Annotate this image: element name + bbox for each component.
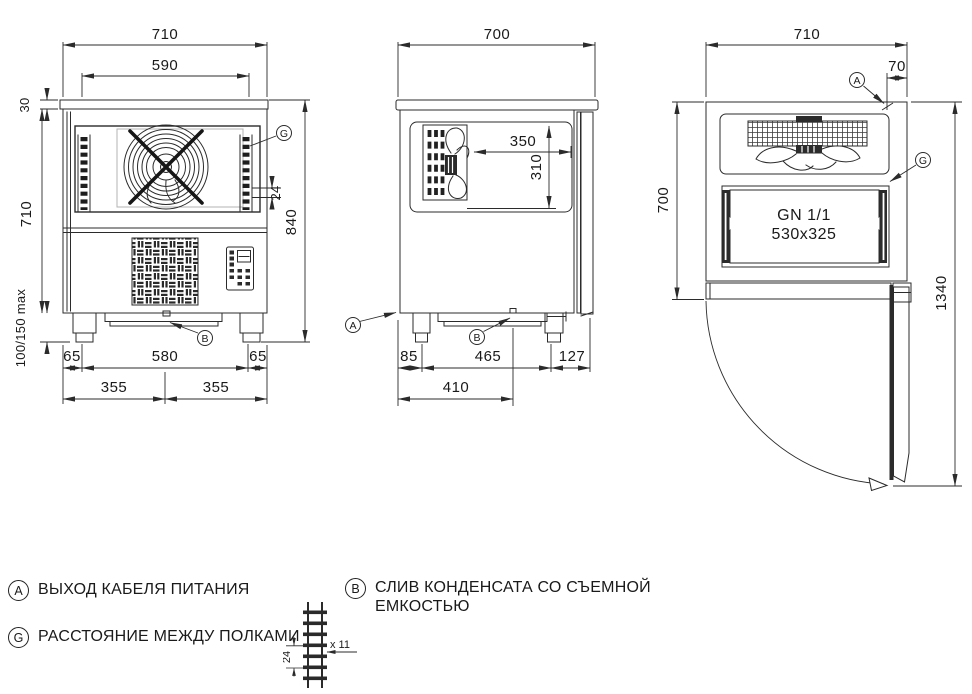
dim-front-body-height: 710 xyxy=(18,201,35,228)
top-fan xyxy=(755,145,861,171)
dim-back-offset: 127 xyxy=(559,348,586,365)
top-cabinet: GN 1/1 530x325 xyxy=(705,101,912,492)
side-view: 700 350 310 85 465 127 410 A B xyxy=(345,26,599,406)
legend-symbol-b: B xyxy=(345,578,366,599)
tray-size-line1: GN 1/1 xyxy=(777,207,831,224)
vent-grille xyxy=(131,237,199,306)
dim-half-right: 355 xyxy=(203,379,230,396)
shelf-count-label: x 11 xyxy=(330,639,350,651)
svg-text:A: A xyxy=(349,320,356,332)
side-door xyxy=(576,111,594,317)
svg-text:B: B xyxy=(473,332,480,344)
side-callout-b: B xyxy=(469,317,511,345)
svg-text:G: G xyxy=(280,128,288,140)
legend-symbol-a: A xyxy=(8,580,29,601)
side-callout-a: A xyxy=(345,312,397,333)
dim-cable-offset: 70 xyxy=(888,58,906,75)
dim-top-depth: 700 xyxy=(655,187,672,214)
legend-item-b: B СЛИВ КОНДЕНСАТА СО СЪЕМНОЙ ЕМКОСТЬЮ xyxy=(345,578,651,616)
dim-depth-door-open: 1340 xyxy=(933,275,950,310)
top-view: GN 1/1 530x325 710 xyxy=(655,26,962,492)
legend-text-b-line1: СЛИВ КОНДЕНСАТА СО СЪЕМНОЙ xyxy=(375,579,651,596)
dim-top-width: 710 xyxy=(794,26,821,43)
front-cabinet xyxy=(59,99,269,343)
legend-item-a: A ВЫХОД КАБЕЛЯ ПИТАНИЯ xyxy=(8,580,250,601)
condensate-tray xyxy=(104,310,223,327)
front-callout-b: B xyxy=(169,322,213,346)
dim-total-height: 840 xyxy=(283,209,300,236)
dim-top-panel: 30 xyxy=(17,97,32,112)
legend-text-g: РАССТОЯНИЕ МЕЖДУ ПОЛКАМИ xyxy=(38,628,300,645)
side-foot-front xyxy=(412,312,431,343)
top-callout-a: A xyxy=(849,72,885,104)
dim-side-depth: 700 xyxy=(484,26,511,43)
gn-tray-compartment: GN 1/1 530x325 xyxy=(721,185,890,268)
legend-item-g: G РАССТОЯНИЕ МЕЖДУ ПОЛКАМИ xyxy=(8,627,300,648)
top-dimensions: 710 70 700 1340 xyxy=(655,26,962,487)
dim-feet-height: 100/150 max xyxy=(13,289,28,368)
dim-front-inner-width: 590 xyxy=(152,57,179,74)
side-condensate-tray xyxy=(437,308,567,327)
condenser-grille xyxy=(747,120,868,147)
front-foot-left xyxy=(72,312,97,343)
shelf-rack-sketch xyxy=(303,602,327,688)
top-door-closed xyxy=(705,282,892,300)
door-swing-arc xyxy=(705,300,889,492)
legend-text-a: ВЫХОД КАБЕЛЯ ПИТАНИЯ xyxy=(38,581,250,598)
dim-front-width: 710 xyxy=(152,26,179,43)
control-panel xyxy=(226,246,254,291)
fan-icon xyxy=(123,124,209,210)
legend-symbol-g: G xyxy=(8,627,29,648)
top-callout-g: G xyxy=(889,152,931,182)
tray-size-line2: 530x325 xyxy=(772,226,837,243)
front-view: 710 590 30 710 100/150 max 840 24 xyxy=(13,26,310,404)
side-foot-back xyxy=(544,312,564,343)
dim-side-feet-span: 465 xyxy=(475,348,502,365)
dim-foot-left: 65 xyxy=(63,348,81,365)
evaporator-unit xyxy=(422,124,470,201)
door-hinge xyxy=(892,282,912,303)
cable-exit-mark xyxy=(881,102,894,111)
front-foot-right xyxy=(239,312,264,343)
three-view-drawing: 710 590 30 710 100/150 max 840 24 xyxy=(13,26,962,492)
svg-text:B: B xyxy=(201,333,208,345)
legend-text-b: СЛИВ КОНДЕНСАТА СО СЪЕМНОЙ ЕМКОСТЬЮ xyxy=(375,578,651,616)
side-cabinet xyxy=(395,99,599,343)
shelf-pitch-label: 24 xyxy=(283,651,293,663)
svg-text:G: G xyxy=(919,155,927,167)
shelf-detail-dimensions: x 11 24 xyxy=(283,637,357,677)
front-shelf-rack-right xyxy=(239,134,253,212)
top-door-open xyxy=(889,285,910,483)
dim-evap-depth: 350 xyxy=(510,133,537,150)
svg-text:A: A xyxy=(853,75,860,87)
dim-half-left: 355 xyxy=(101,379,128,396)
front-dimensions: 710 590 30 710 100/150 max 840 24 xyxy=(13,26,310,404)
shelf-rack-detail: x 11 24 xyxy=(283,602,357,688)
dim-evap-height: 310 xyxy=(528,154,545,181)
dim-feet-span: 580 xyxy=(152,348,179,365)
legend-text-b-line2: ЕМКОСТЬЮ xyxy=(375,598,470,615)
dim-front-offset: 85 xyxy=(400,348,418,365)
front-callout-g: G xyxy=(249,125,292,147)
side-dimensions: 700 350 310 85 465 127 410 xyxy=(397,26,596,406)
dim-drain-offset: 410 xyxy=(443,379,470,396)
front-shelf-rack-left xyxy=(77,134,91,212)
dim-shelf-pitch: 24 xyxy=(268,185,283,200)
dim-foot-right: 65 xyxy=(249,348,267,365)
